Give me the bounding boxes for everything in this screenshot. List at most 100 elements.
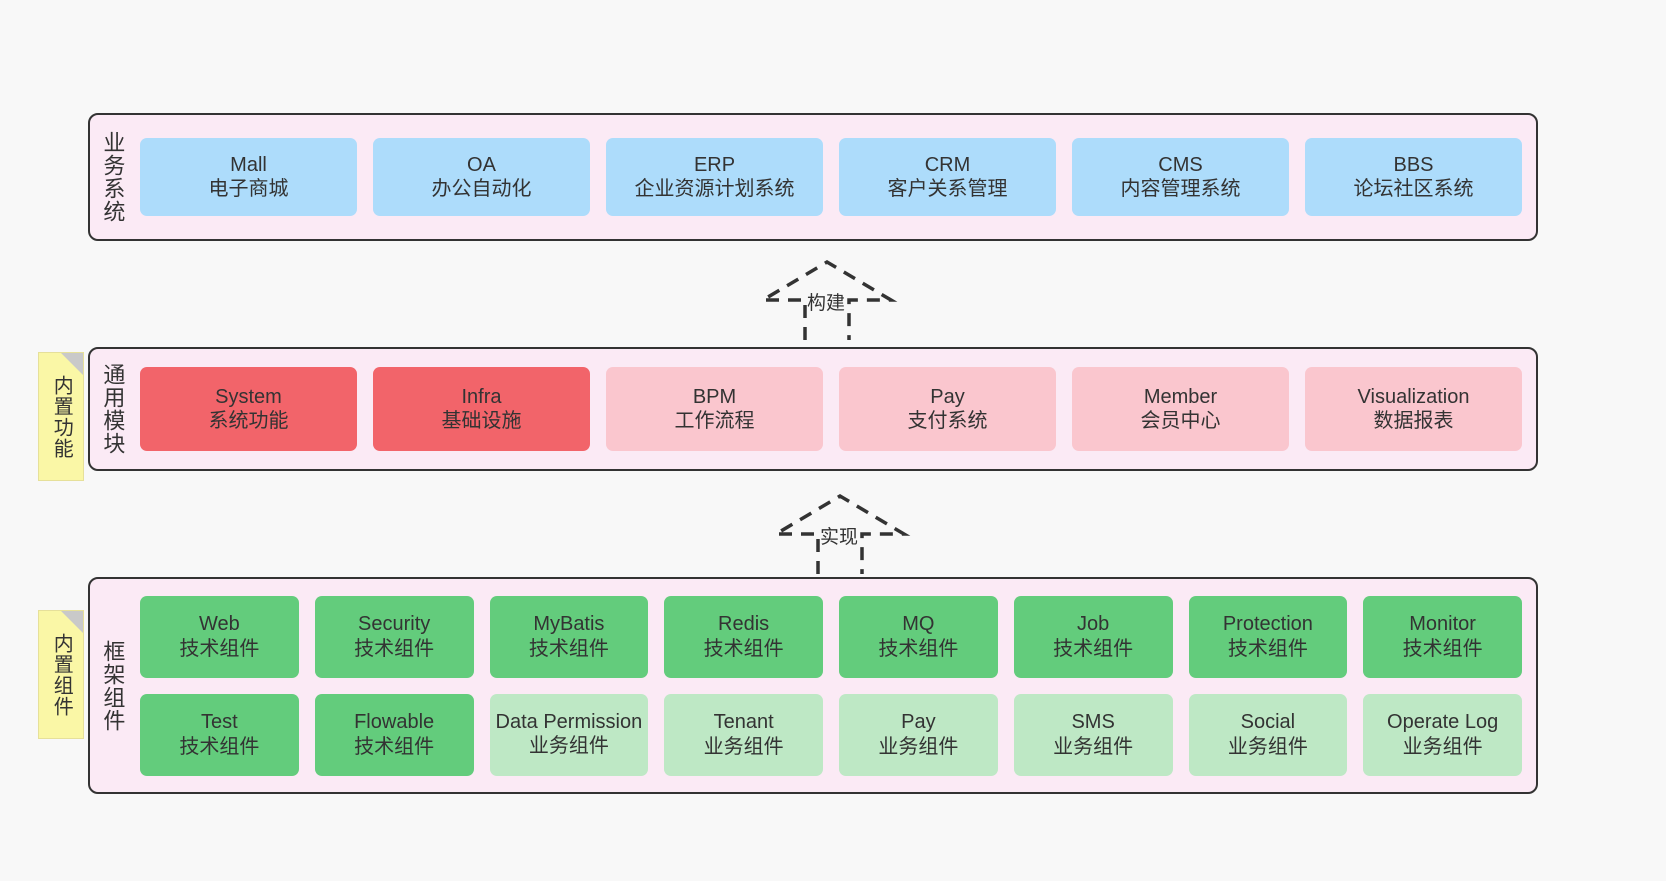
card-subtitle: 数据报表	[1373, 410, 1454, 432]
card-subtitle: 技术组件	[1402, 637, 1483, 660]
card-subtitle: 技术组件	[354, 735, 435, 758]
card-subtitle: 会员中心	[1140, 410, 1221, 432]
business-card-cms[interactable]: CMS 内容管理系统	[1072, 138, 1289, 216]
card-title: Data Permission	[495, 710, 643, 733]
business-card-crm[interactable]: CRM 客户关系管理	[839, 138, 1056, 216]
business-card-erp[interactable]: ERP 企业资源计划系统	[606, 138, 823, 216]
card-title: MQ	[902, 613, 935, 636]
card-title: System	[215, 385, 282, 408]
framework-card-monitor[interactable]: Monitor 技术组件	[1363, 595, 1522, 678]
layer-body-modules: System 系统功能 Infra 基础设施 BPM 工作流程 Pay 支付系统…	[134, 349, 1536, 469]
card-subtitle: 技术组件	[703, 637, 784, 660]
module-card-infra[interactable]: Infra 基础设施	[373, 367, 590, 451]
module-card-visualization[interactable]: Visualization 数据报表	[1305, 367, 1522, 451]
card-subtitle: 技术组件	[179, 735, 260, 758]
card-subtitle: 基础设施	[441, 410, 522, 432]
card-title: Protection	[1222, 613, 1313, 636]
card-title: Social	[1240, 711, 1296, 734]
business-card-oa[interactable]: OA 办公自动化	[373, 138, 590, 216]
layer-framework-components: 框架组件 Web 技术组件 Security 技术组件 MyBatis 技术组件…	[88, 577, 1538, 794]
framework-card-tenant[interactable]: Tenant 业务组件	[664, 693, 823, 776]
framework-card-sms[interactable]: SMS 业务组件	[1013, 693, 1173, 776]
card-subtitle: 技术组件	[878, 637, 959, 660]
card-title: BPM	[692, 385, 737, 408]
arrow-build-label: 构建	[807, 293, 846, 314]
arrow-implement-icon	[769, 493, 911, 574]
business-card-row: Mall 电子商城 OA 办公自动化 ERP 企业资源计划系统 CRM 客户关系…	[140, 138, 1522, 216]
framework-card-web[interactable]: Web 技术组件	[140, 595, 299, 678]
card-subtitle: 业务组件	[1227, 735, 1308, 758]
card-title: Infra	[461, 385, 502, 408]
card-title: Job	[1077, 613, 1110, 636]
layer-title-modules: 通用模块	[100, 363, 126, 455]
card-title: Member	[1143, 385, 1218, 408]
card-title: Pay	[901, 711, 936, 734]
framework-card-mq[interactable]: MQ 技术组件	[839, 595, 998, 678]
card-subtitle: 业务组件	[1402, 735, 1483, 758]
card-title: Security	[358, 613, 431, 636]
layer-body-framework: Web 技术组件 Security 技术组件 MyBatis 技术组件 Redi…	[134, 579, 1536, 792]
card-title: Operate Log	[1387, 711, 1499, 734]
card-subtitle: 客户关系管理	[887, 178, 1008, 200]
business-card-mall[interactable]: Mall 电子商城	[140, 138, 357, 216]
framework-card-data-permission[interactable]: Data Permission 业务组件	[489, 693, 649, 776]
layer-business-systems: 业务系统 Mall 电子商城 OA 办公自动化 ERP 企业资源计划系统 CRM…	[88, 113, 1538, 241]
layer-title-business: 业务系统	[100, 131, 126, 223]
layer-body-business: Mall 电子商城 OA 办公自动化 ERP 企业资源计划系统 CRM 客户关系…	[134, 115, 1536, 239]
card-title: Web	[198, 613, 240, 636]
framework-card-job[interactable]: Job 技术组件	[1013, 595, 1173, 678]
card-title: Mall	[230, 153, 267, 176]
card-title: SMS	[1071, 711, 1115, 734]
card-subtitle: 论坛社区系统	[1353, 178, 1474, 200]
layer-common-modules: 通用模块 System 系统功能 Infra 基础设施 BPM 工作流程 Pay…	[88, 347, 1538, 471]
framework-card-redis[interactable]: Redis 技术组件	[664, 595, 823, 678]
module-card-row: System 系统功能 Infra 基础设施 BPM 工作流程 Pay 支付系统…	[140, 367, 1522, 451]
card-title: Visualization	[1357, 385, 1470, 408]
card-title: Pay	[930, 385, 965, 408]
framework-tech-row: Web 技术组件 Security 技术组件 MyBatis 技术组件 Redi…	[140, 595, 1522, 678]
card-title: Test	[201, 711, 238, 734]
framework-card-flowable[interactable]: Flowable 技术组件	[314, 693, 474, 776]
module-card-pay[interactable]: Pay 支付系统	[839, 367, 1056, 451]
card-subtitle: 业务组件	[703, 735, 784, 758]
card-title: BBS	[1393, 153, 1434, 176]
card-subtitle: 技术组件	[528, 637, 609, 660]
framework-card-security[interactable]: Security 技术组件	[314, 595, 474, 678]
arrow-build-icon	[756, 259, 898, 340]
module-card-member[interactable]: Member 会员中心	[1072, 367, 1289, 451]
framework-card-operate-log[interactable]: Operate Log 业务组件	[1363, 693, 1522, 776]
card-subtitle: 系统功能	[208, 410, 289, 432]
framework-card-social[interactable]: Social 业务组件	[1188, 693, 1348, 776]
card-subtitle: 技术组件	[1227, 637, 1308, 660]
framework-card-pay[interactable]: Pay 业务组件	[839, 693, 998, 776]
card-subtitle: 业务组件	[1053, 735, 1134, 758]
card-subtitle: 业务组件	[878, 735, 959, 758]
card-subtitle: 电子商城	[208, 178, 289, 200]
card-title: Redis	[718, 613, 770, 636]
card-title: MyBatis	[533, 613, 605, 636]
card-subtitle: 技术组件	[179, 637, 260, 660]
card-title: OA	[467, 153, 496, 176]
card-subtitle: 技术组件	[354, 637, 435, 660]
card-subtitle: 业务组件	[528, 734, 609, 757]
card-title: Tenant	[713, 711, 774, 734]
framework-card-test[interactable]: Test 技术组件	[140, 693, 299, 776]
module-card-bpm[interactable]: BPM 工作流程	[606, 367, 823, 451]
arrow-implement-label: 实现	[820, 527, 859, 548]
card-title: CRM	[924, 153, 971, 176]
framework-card-mybatis[interactable]: MyBatis 技术组件	[489, 595, 649, 678]
card-subtitle: 企业资源计划系统	[634, 178, 795, 200]
card-title: CMS	[1158, 153, 1203, 176]
module-card-system[interactable]: System 系统功能	[140, 367, 357, 451]
card-subtitle: 办公自动化	[431, 178, 532, 200]
business-card-bbs[interactable]: BBS 论坛社区系统	[1305, 138, 1522, 216]
layer-title-framework: 框架组件	[100, 639, 126, 732]
card-subtitle: 内容管理系统	[1120, 178, 1241, 200]
card-title: Flowable	[354, 711, 435, 734]
framework-card-protection[interactable]: Protection 技术组件	[1188, 595, 1348, 678]
arrow-build: 构建	[755, 258, 900, 343]
arrow-implement: 实现	[768, 492, 913, 577]
card-subtitle: 技术组件	[1053, 637, 1134, 660]
note-builtin-features: 内置功能	[38, 352, 84, 481]
